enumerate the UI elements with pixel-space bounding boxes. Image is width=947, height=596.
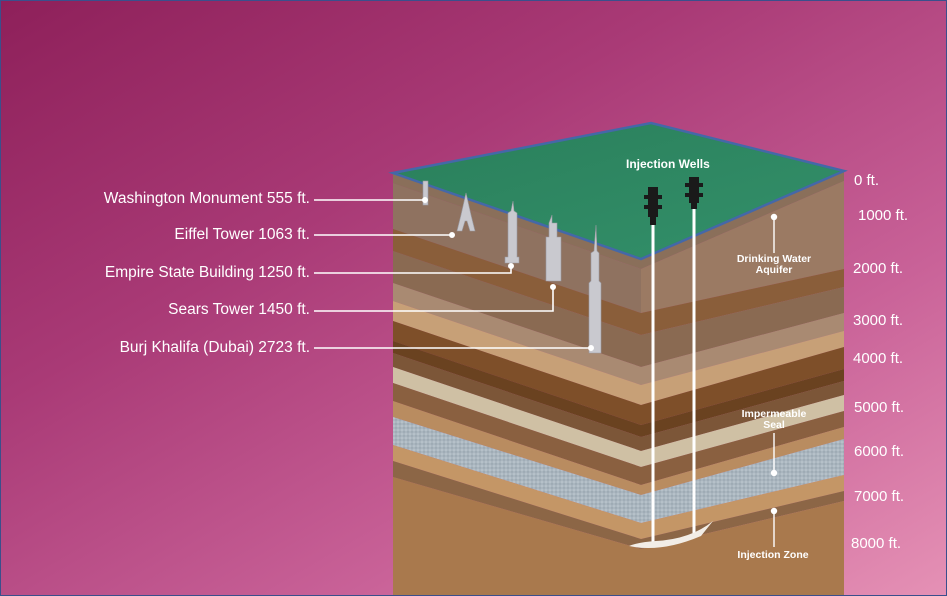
depth-label-5000: 5000 ft. [854, 399, 905, 416]
stratum-tan1-right [641, 313, 844, 385]
left-face-strata [393, 173, 641, 595]
stratum-brown3-left [393, 353, 641, 451]
depth-label-3000: 3000 ft. [853, 312, 904, 329]
stratum-seal-left [393, 417, 641, 523]
stratum-brown1-right [641, 269, 844, 335]
stratum-tan4-right [641, 475, 844, 539]
injection-zone-label: Injection Zone [737, 549, 809, 561]
surface-top [388, 121, 848, 261]
washington-monument-icon [422, 180, 429, 206]
landmark-leaders [314, 197, 594, 351]
wellhead-icon [685, 177, 703, 209]
stratum-tan2-right [641, 331, 844, 405]
stratum-dark2-left [393, 341, 641, 437]
leader-sears [314, 287, 554, 312]
landmark-label-burj: Burj Khalifa (Dubai) 2723 ft. [119, 339, 310, 356]
aquifer-label: Drinking Water Aquifer [736, 253, 812, 276]
stratum-dark1-left [393, 321, 641, 425]
stratum-brown3-right [641, 381, 844, 451]
stratum-beige-right [641, 395, 844, 467]
injection-plume [629, 521, 713, 549]
skyscraper-icons [422, 180, 602, 354]
empire-state-icon [504, 200, 520, 264]
burj-khalifa-icon [588, 224, 602, 354]
injection-wells [629, 177, 713, 549]
seal-label: Impermeable Seal [741, 408, 807, 431]
injection-wells-label: Injection Wells [626, 157, 710, 171]
stratum-topsoil-right [641, 171, 844, 269]
stratum-zone-right [641, 501, 844, 595]
wellhead-icon [644, 187, 662, 225]
stratum-dark1-right [641, 347, 844, 425]
stratum-brown5-left [393, 461, 641, 549]
stratum-tan3-left [393, 401, 641, 495]
right-face-strata [641, 171, 844, 595]
depth-label-6000: 6000 ft. [854, 443, 905, 460]
depth-label-8000: 8000 ft. [851, 535, 902, 552]
landmark-label-sears: Sears Tower 1450 ft. [168, 301, 310, 318]
stratum-tan4-left [393, 445, 641, 539]
stratum-zone-left [393, 477, 641, 595]
stratum-brown2-right [641, 287, 844, 367]
depth-label-0: 0 ft. [854, 172, 880, 189]
stratum-brown4-left [393, 383, 641, 485]
depth-label-2000: 2000 ft. [853, 260, 904, 277]
stratum-seal-right [641, 439, 844, 523]
eiffel-tower-icon [456, 192, 476, 232]
stratum-tan3-right [641, 427, 844, 495]
depth-label-1000: 1000 ft. [858, 207, 909, 224]
stratum-dark2-right [641, 369, 844, 437]
stratum-brown4-right [641, 411, 844, 485]
landmark-label-eiffel: Eiffel Tower 1063 ft. [174, 226, 310, 243]
stratum-tan1-left [393, 283, 641, 385]
stratum-brown2-left [393, 251, 641, 367]
landmark-label-empire: Empire State Building 1250 ft. [104, 264, 310, 281]
stratum-tan2-left [393, 301, 641, 405]
stratum-brown1-left [393, 229, 641, 335]
landmark-label-washington: Washington Monument 555 ft. [103, 190, 310, 207]
stratum-beige-left [393, 367, 641, 467]
annotation-pointers [770, 213, 778, 547]
depth-label-4000: 4000 ft. [853, 350, 904, 367]
sears-tower-icon [545, 214, 562, 282]
depth-label-7000: 7000 ft. [854, 488, 905, 505]
